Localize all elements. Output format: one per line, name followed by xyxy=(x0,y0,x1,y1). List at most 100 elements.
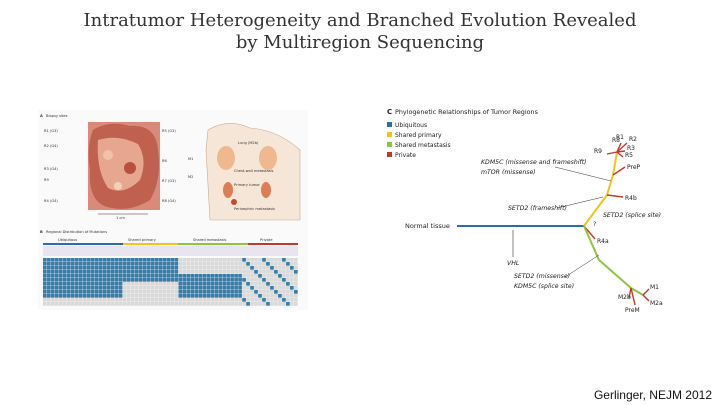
slide-title-line1: Intratumor Heterogeneity and Branched Ev… xyxy=(83,10,637,31)
branch-shared-metastasis xyxy=(583,225,600,261)
heatmap-cell xyxy=(226,274,230,278)
heatmap-cell xyxy=(286,266,290,270)
heatmap-cell xyxy=(134,294,139,298)
legend-swatch-ubiquitous xyxy=(387,122,392,127)
heatmap-cell xyxy=(258,274,262,278)
heatmap-cell xyxy=(46,270,51,274)
heatmap-cell xyxy=(43,266,47,270)
heatmap-cell xyxy=(246,302,250,306)
heatmap-cell xyxy=(226,294,230,298)
heatmap-cell xyxy=(278,270,282,274)
heatmap-cell xyxy=(130,270,135,274)
heatmap-cell xyxy=(138,262,143,266)
heatmap-cell xyxy=(114,294,119,298)
branch-m1 xyxy=(642,288,650,296)
tip-r3: R3 xyxy=(627,145,635,152)
heatmap-cell xyxy=(282,286,286,290)
heatmap-cell xyxy=(102,270,107,274)
heatmap-cell xyxy=(162,302,167,306)
heatmap-cell xyxy=(234,298,238,302)
heatmap-cell xyxy=(86,286,91,290)
heatmap-cell xyxy=(62,286,67,290)
heatmap-cell xyxy=(78,302,83,306)
heatmap-cell xyxy=(126,274,131,278)
heatmap-cell xyxy=(294,262,298,266)
heatmap-cell xyxy=(94,278,99,282)
heatmap-cell xyxy=(98,278,103,282)
heatmap-cell xyxy=(58,298,63,302)
heatmap-cell xyxy=(46,258,51,262)
heatmap-cell xyxy=(82,286,87,290)
legend-swatch-shared-metastasis xyxy=(387,142,392,147)
heatmap-cell xyxy=(74,290,79,294)
heatmap-cell xyxy=(266,262,270,266)
heatmap-cell xyxy=(86,258,91,262)
heatmap-cell xyxy=(130,262,135,266)
heatmap-cell xyxy=(214,282,219,286)
heatmap-cell xyxy=(138,278,143,282)
heatmap-cell xyxy=(290,302,294,306)
heatmap-cell xyxy=(278,274,282,278)
heatmap-cell xyxy=(158,286,163,290)
heatmap-cell xyxy=(126,302,131,306)
heatmap-cell xyxy=(174,286,179,290)
heatmap-cell xyxy=(178,270,183,274)
heatmap-cell xyxy=(66,294,71,298)
heatmap-cell xyxy=(110,258,115,262)
heatmap-cell xyxy=(178,294,183,298)
heatmap-cell xyxy=(190,266,195,270)
heatmap-cell xyxy=(182,298,187,302)
heatmap-cell xyxy=(78,274,83,278)
heatmap-cell xyxy=(182,290,187,294)
heatmap-cell xyxy=(62,278,67,282)
heatmap-cell xyxy=(234,302,238,306)
heatmap-cell xyxy=(70,262,75,266)
heatmap-cell xyxy=(182,262,187,266)
heatmap-cell xyxy=(118,298,123,302)
heatmap-cell xyxy=(182,270,187,274)
panel-b-header: Regional Distribution of Mutations xyxy=(46,230,107,234)
heatmap-cell xyxy=(166,274,171,278)
heatmap-cell xyxy=(282,266,286,270)
heatmap-cell xyxy=(266,282,270,286)
body-label-m1: M1 xyxy=(188,157,193,161)
heatmap-cell xyxy=(134,274,139,278)
heatmap-cell xyxy=(294,266,298,270)
heatmap-cell xyxy=(262,286,266,290)
heatmap-cell xyxy=(130,258,135,262)
heatmap-cell xyxy=(294,282,298,286)
heatmap-cell xyxy=(43,282,47,286)
heatmap-cell xyxy=(226,282,230,286)
heatmap-cell xyxy=(58,290,63,294)
heatmap-cell xyxy=(250,278,254,282)
heatmap-cell xyxy=(270,270,274,274)
heatmap-cell xyxy=(242,266,246,270)
heatmap-cell xyxy=(274,258,278,262)
heatmap-cell xyxy=(254,270,258,274)
legend-shared-metastasis: Shared metastasis xyxy=(395,142,451,149)
heatmap-cell xyxy=(106,270,111,274)
heatmap-cell xyxy=(90,294,95,298)
figure-panels-ab: A Biopsy sites 1 cm R1 (G3) R2 (G4) R3 (… xyxy=(38,110,308,310)
branch-r4b xyxy=(606,194,624,198)
heatmap-cell xyxy=(286,274,290,278)
heatmap-cell xyxy=(62,274,67,278)
heatmap-cell xyxy=(290,266,294,270)
heatmap-cell xyxy=(214,290,219,294)
heatmap-cell xyxy=(126,278,131,282)
heatmap-cell xyxy=(238,294,242,298)
heatmap-cell xyxy=(278,266,282,270)
group-private: Private xyxy=(260,238,273,242)
heatmap-cell xyxy=(242,282,246,286)
heatmap-cell xyxy=(118,278,123,282)
figure-ab-svg: A Biopsy sites 1 cm R1 (G3) R2 (G4) R3 (… xyxy=(40,114,301,306)
heatmap-cell xyxy=(86,302,91,306)
heatmap-cell xyxy=(50,262,55,266)
legend-private: Private xyxy=(395,152,416,159)
heatmap-cell xyxy=(62,258,67,262)
heatmap-cell xyxy=(266,286,270,290)
heatmap-cell xyxy=(290,298,294,302)
heatmap-cell xyxy=(186,258,191,262)
heatmap-cell xyxy=(102,274,107,278)
heatmap-cell xyxy=(50,290,55,294)
